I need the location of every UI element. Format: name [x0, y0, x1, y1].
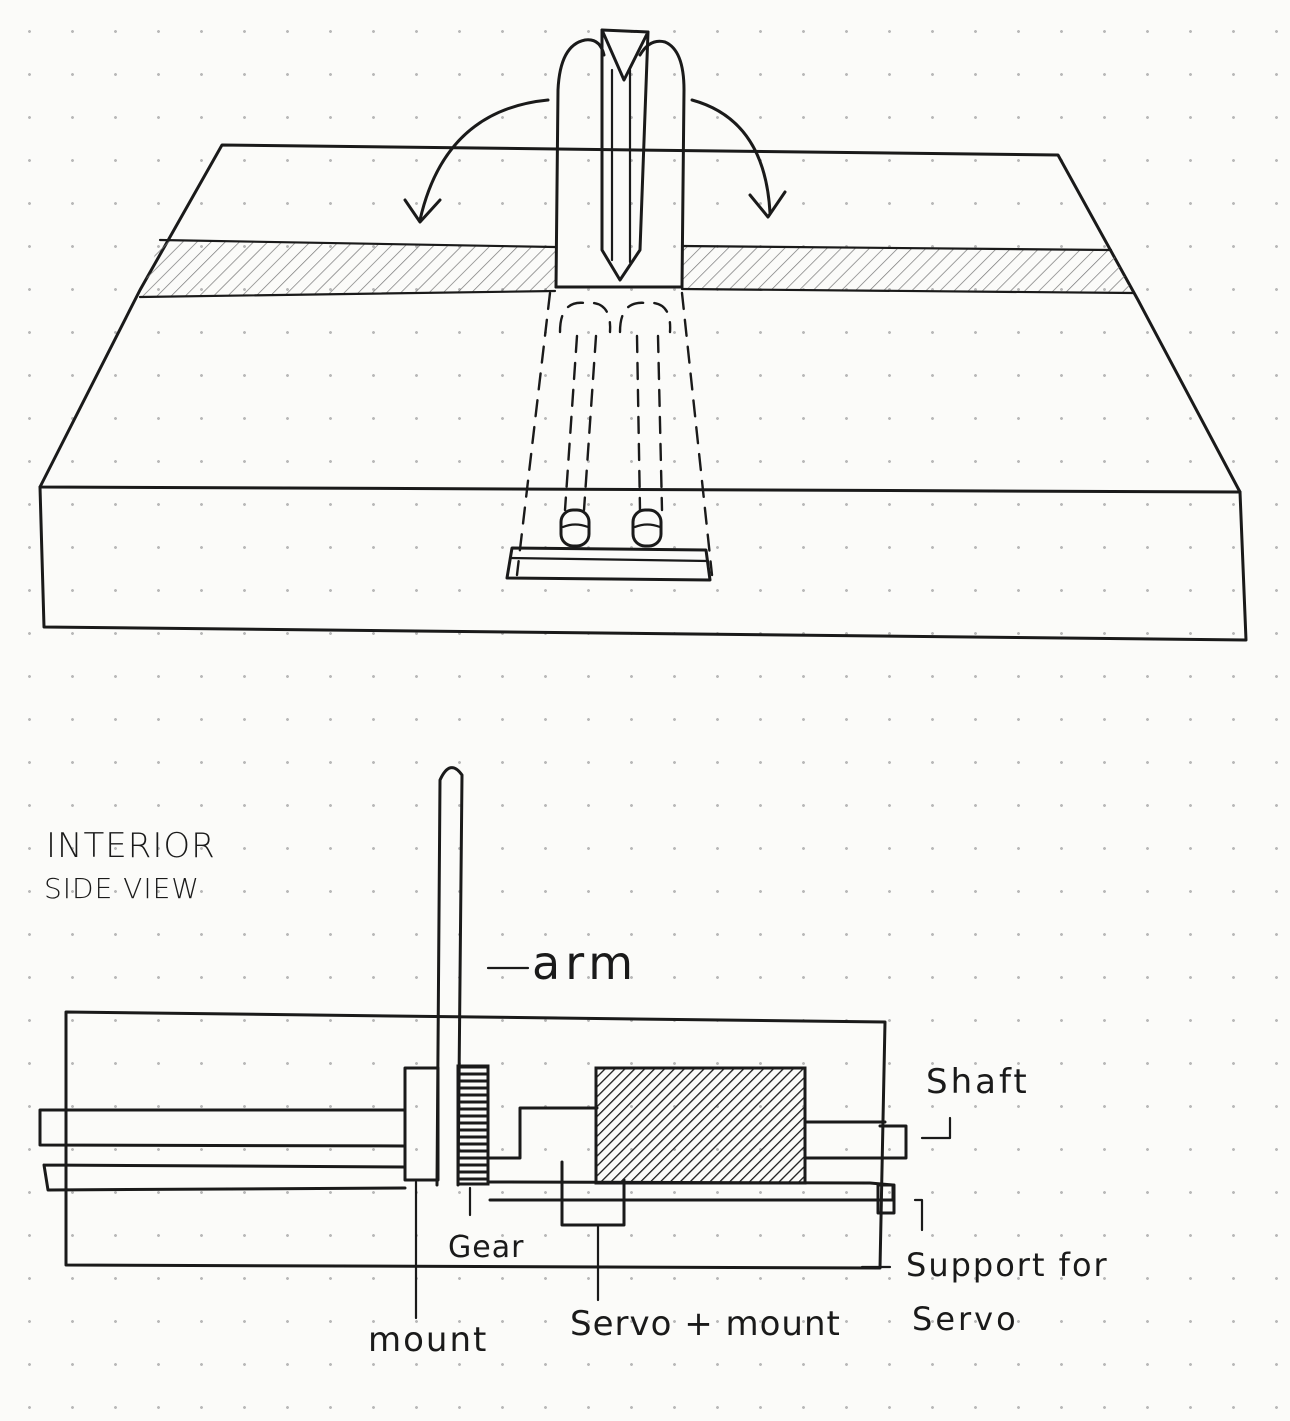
- slot-band: [140, 240, 555, 297]
- gear: [456, 1064, 490, 1186]
- title-side-view: SIDE VIEW: [44, 872, 200, 905]
- perspective-view: [38, 28, 1248, 642]
- mount-block: [403, 1066, 440, 1182]
- box-top-face: [38, 143, 1242, 494]
- title-interior: INTERIOR: [46, 826, 216, 866]
- rotate-right-arrow: [690, 98, 772, 215]
- box-front-face: [38, 485, 1248, 642]
- shaft-label: Shaft: [926, 1062, 1030, 1102]
- hidden-mechanism: [505, 291, 714, 582]
- rotate-left-arrow: [418, 98, 550, 222]
- gear-label: Gear: [448, 1230, 525, 1265]
- shaft-upper: [38, 1108, 407, 1148]
- servo-mount: [560, 1160, 626, 1227]
- interior-side-view: [38, 766, 952, 1320]
- flag-arm: [554, 28, 686, 289]
- support-label-line1: Support for: [906, 1246, 1109, 1284]
- arm-label: arm: [532, 936, 639, 990]
- arm: [435, 766, 464, 1187]
- shaft-lower: [42, 1163, 407, 1192]
- mount-label: mount: [368, 1320, 489, 1360]
- servo-mount-label: Servo + mount: [570, 1304, 841, 1344]
- servo: [594, 1066, 807, 1185]
- support-label-line2: Servo: [912, 1300, 1019, 1338]
- servo-support: [876, 1183, 896, 1215]
